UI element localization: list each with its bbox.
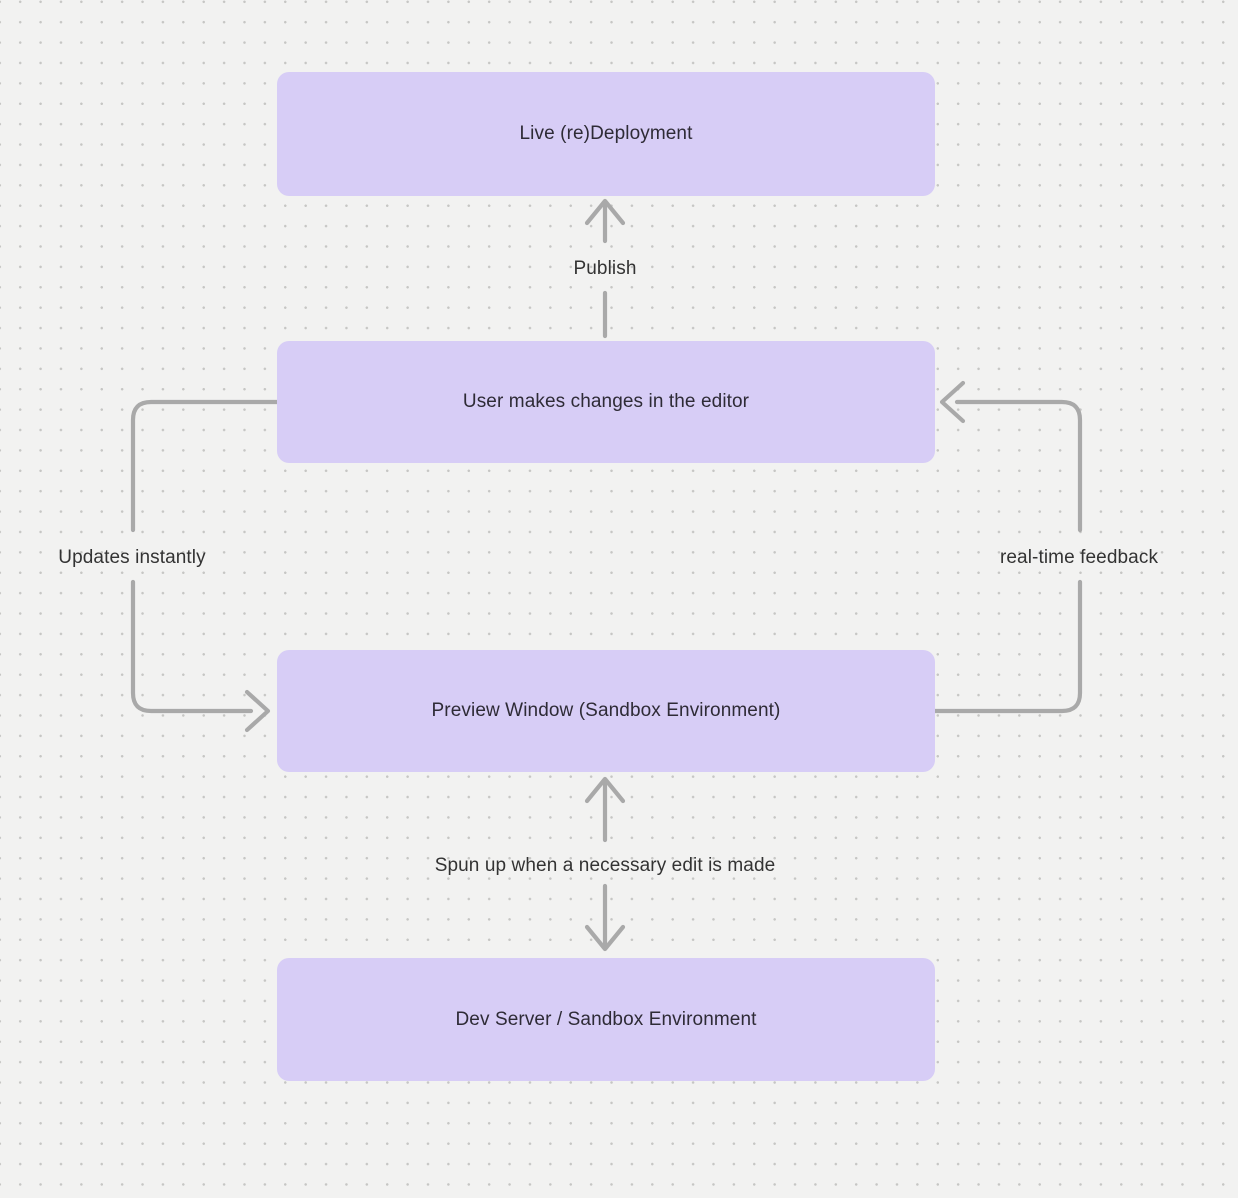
node-live-redeployment-label: Live (re)Deployment — [519, 123, 693, 144]
node-live-redeployment: Live (re)Deployment — [277, 72, 935, 196]
node-dev-server: Dev Server / Sandbox Environment — [277, 958, 935, 1081]
node-dev-server-label: Dev Server / Sandbox Environment — [455, 1008, 757, 1030]
edge-label-updates-instantly: Updates instantly — [58, 547, 206, 568]
node-preview-window-label: Preview Window (Sandbox Environment) — [431, 700, 781, 721]
edge-label-spun-up: Spun up when a necessary edit is made — [434, 855, 776, 876]
node-user-changes-label: User makes changes in the editor — [462, 391, 750, 412]
edge-label-publish: Publish — [573, 258, 637, 279]
node-preview-window: Preview Window (Sandbox Environment) — [277, 650, 935, 772]
node-user-changes: User makes changes in the editor — [277, 341, 935, 463]
edge-label-realtime-feedback: real-time feedback — [999, 547, 1159, 568]
